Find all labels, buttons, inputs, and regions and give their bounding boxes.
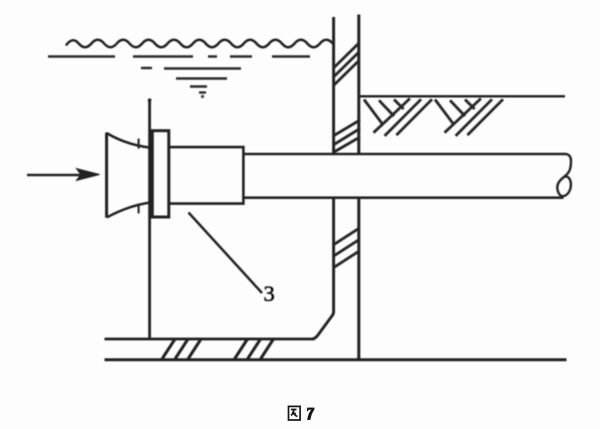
svg-text:3: 3 [264, 281, 275, 306]
